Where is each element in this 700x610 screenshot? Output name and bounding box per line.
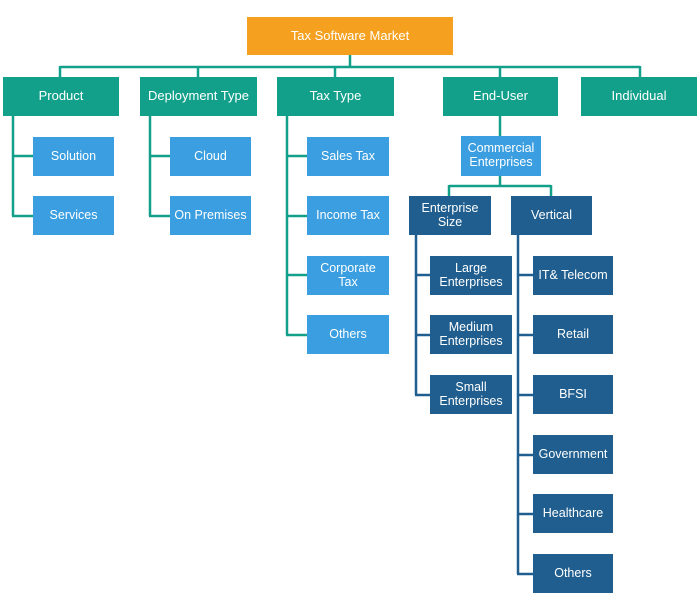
product-item-services: Services xyxy=(33,196,114,235)
vertical-item-bfsi: BFSI xyxy=(533,375,613,414)
product-item-solution: Solution xyxy=(33,137,114,176)
deployment-item-cloud: Cloud xyxy=(170,137,251,176)
vertical-item-healthcare: Healthcare xyxy=(533,494,613,533)
enterprise-size-item-medium: Medium Enterprises xyxy=(430,315,512,354)
end-user-vertical: Vertical xyxy=(511,196,592,235)
tax-type-item-sales-tax: Sales Tax xyxy=(307,137,389,176)
tax-type-item-corporate-tax: Corporate Tax xyxy=(307,256,389,295)
vertical-item-retail: Retail xyxy=(533,315,613,354)
end-user-commercial-enterprises: Commercial Enterprises xyxy=(461,136,541,176)
vertical-item-it-telecom: IT& Telecom xyxy=(533,256,613,295)
category-end-user: End-User xyxy=(443,77,558,116)
category-tax-type: Tax Type xyxy=(277,77,394,116)
enterprise-size-item-small: Small Enterprises xyxy=(430,375,512,414)
vertical-item-others: Others xyxy=(533,554,613,593)
root-node: Tax Software Market xyxy=(247,17,453,55)
category-individual: Individual xyxy=(581,77,697,116)
category-deployment-type: Deployment Type xyxy=(140,77,257,116)
vertical-item-government: Government xyxy=(533,435,613,474)
enterprise-size-item-large: Large Enterprises xyxy=(430,256,512,295)
deployment-item-on-premises: On Premises xyxy=(170,196,251,235)
tax-type-item-income-tax: Income Tax xyxy=(307,196,389,235)
end-user-enterprise-size: Enterprise Size xyxy=(409,196,491,235)
category-product: Product xyxy=(3,77,119,116)
tax-type-item-others: Others xyxy=(307,315,389,354)
